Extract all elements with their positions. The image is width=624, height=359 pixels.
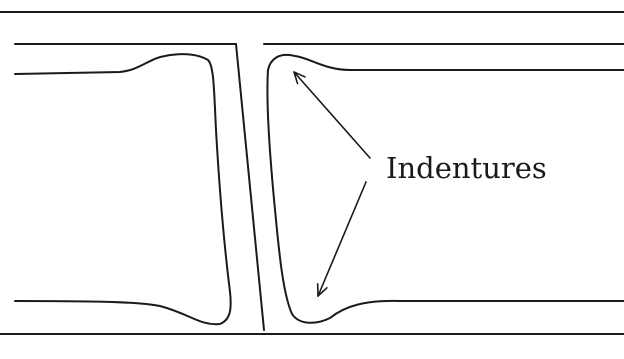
- indentures-label: Indentures: [386, 151, 547, 185]
- left-segment-body: [14, 53, 232, 326]
- arrow-to-bottom-indenture: [316, 181, 367, 297]
- arrow-to-top-indenture: [293, 71, 371, 159]
- channel-left-wall: [235, 43, 265, 331]
- right-segment-body: [266, 54, 624, 324]
